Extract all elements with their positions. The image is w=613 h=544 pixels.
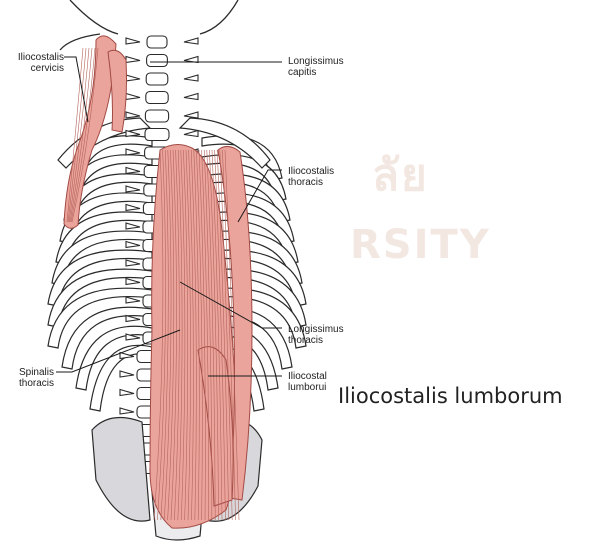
vertebra bbox=[145, 110, 168, 122]
vertebra bbox=[147, 36, 167, 48]
label-iliocostalis-thoracis: Iliocostalis thoracis bbox=[288, 166, 334, 188]
vertebra bbox=[146, 73, 168, 85]
label-line-1: Longissimus bbox=[288, 56, 344, 67]
label-line-1: Iliocostal bbox=[288, 371, 332, 382]
label-longissimus-thoracis: Longissimus thoracis bbox=[288, 324, 344, 346]
label-longissimus-capitis: Longissimus capitis bbox=[288, 56, 344, 78]
label-line-1: Longissimus bbox=[288, 324, 344, 335]
label-iliocostalis-lumborum-large: Iliocostalis lumborum bbox=[338, 384, 563, 408]
label-line-2: cervicis bbox=[8, 63, 64, 74]
label-iliocostalis-lumborum-small: Iliocostal lumborui bbox=[288, 371, 332, 393]
label-line-2: thoracis bbox=[4, 378, 54, 389]
label-line-1: Iliocostalis bbox=[8, 52, 64, 63]
label-line-2: thoracis bbox=[288, 177, 334, 188]
label-line-1: Iliocostalis bbox=[288, 166, 334, 177]
left-ribcage bbox=[48, 136, 152, 411]
vertebra bbox=[147, 55, 168, 67]
label-iliocostalis-cervicis: Iliocostalis cervicis bbox=[8, 52, 64, 74]
label-spinalis-thoracis: Spinalis thoracis bbox=[4, 367, 54, 389]
label-line-2: lumborui bbox=[288, 382, 332, 393]
vertebra bbox=[146, 92, 168, 104]
vertebra bbox=[145, 129, 169, 141]
label-line-1: Spinalis bbox=[4, 367, 54, 378]
label-line-2: capitis bbox=[288, 67, 344, 78]
label-line-2: thoracis bbox=[288, 335, 344, 346]
